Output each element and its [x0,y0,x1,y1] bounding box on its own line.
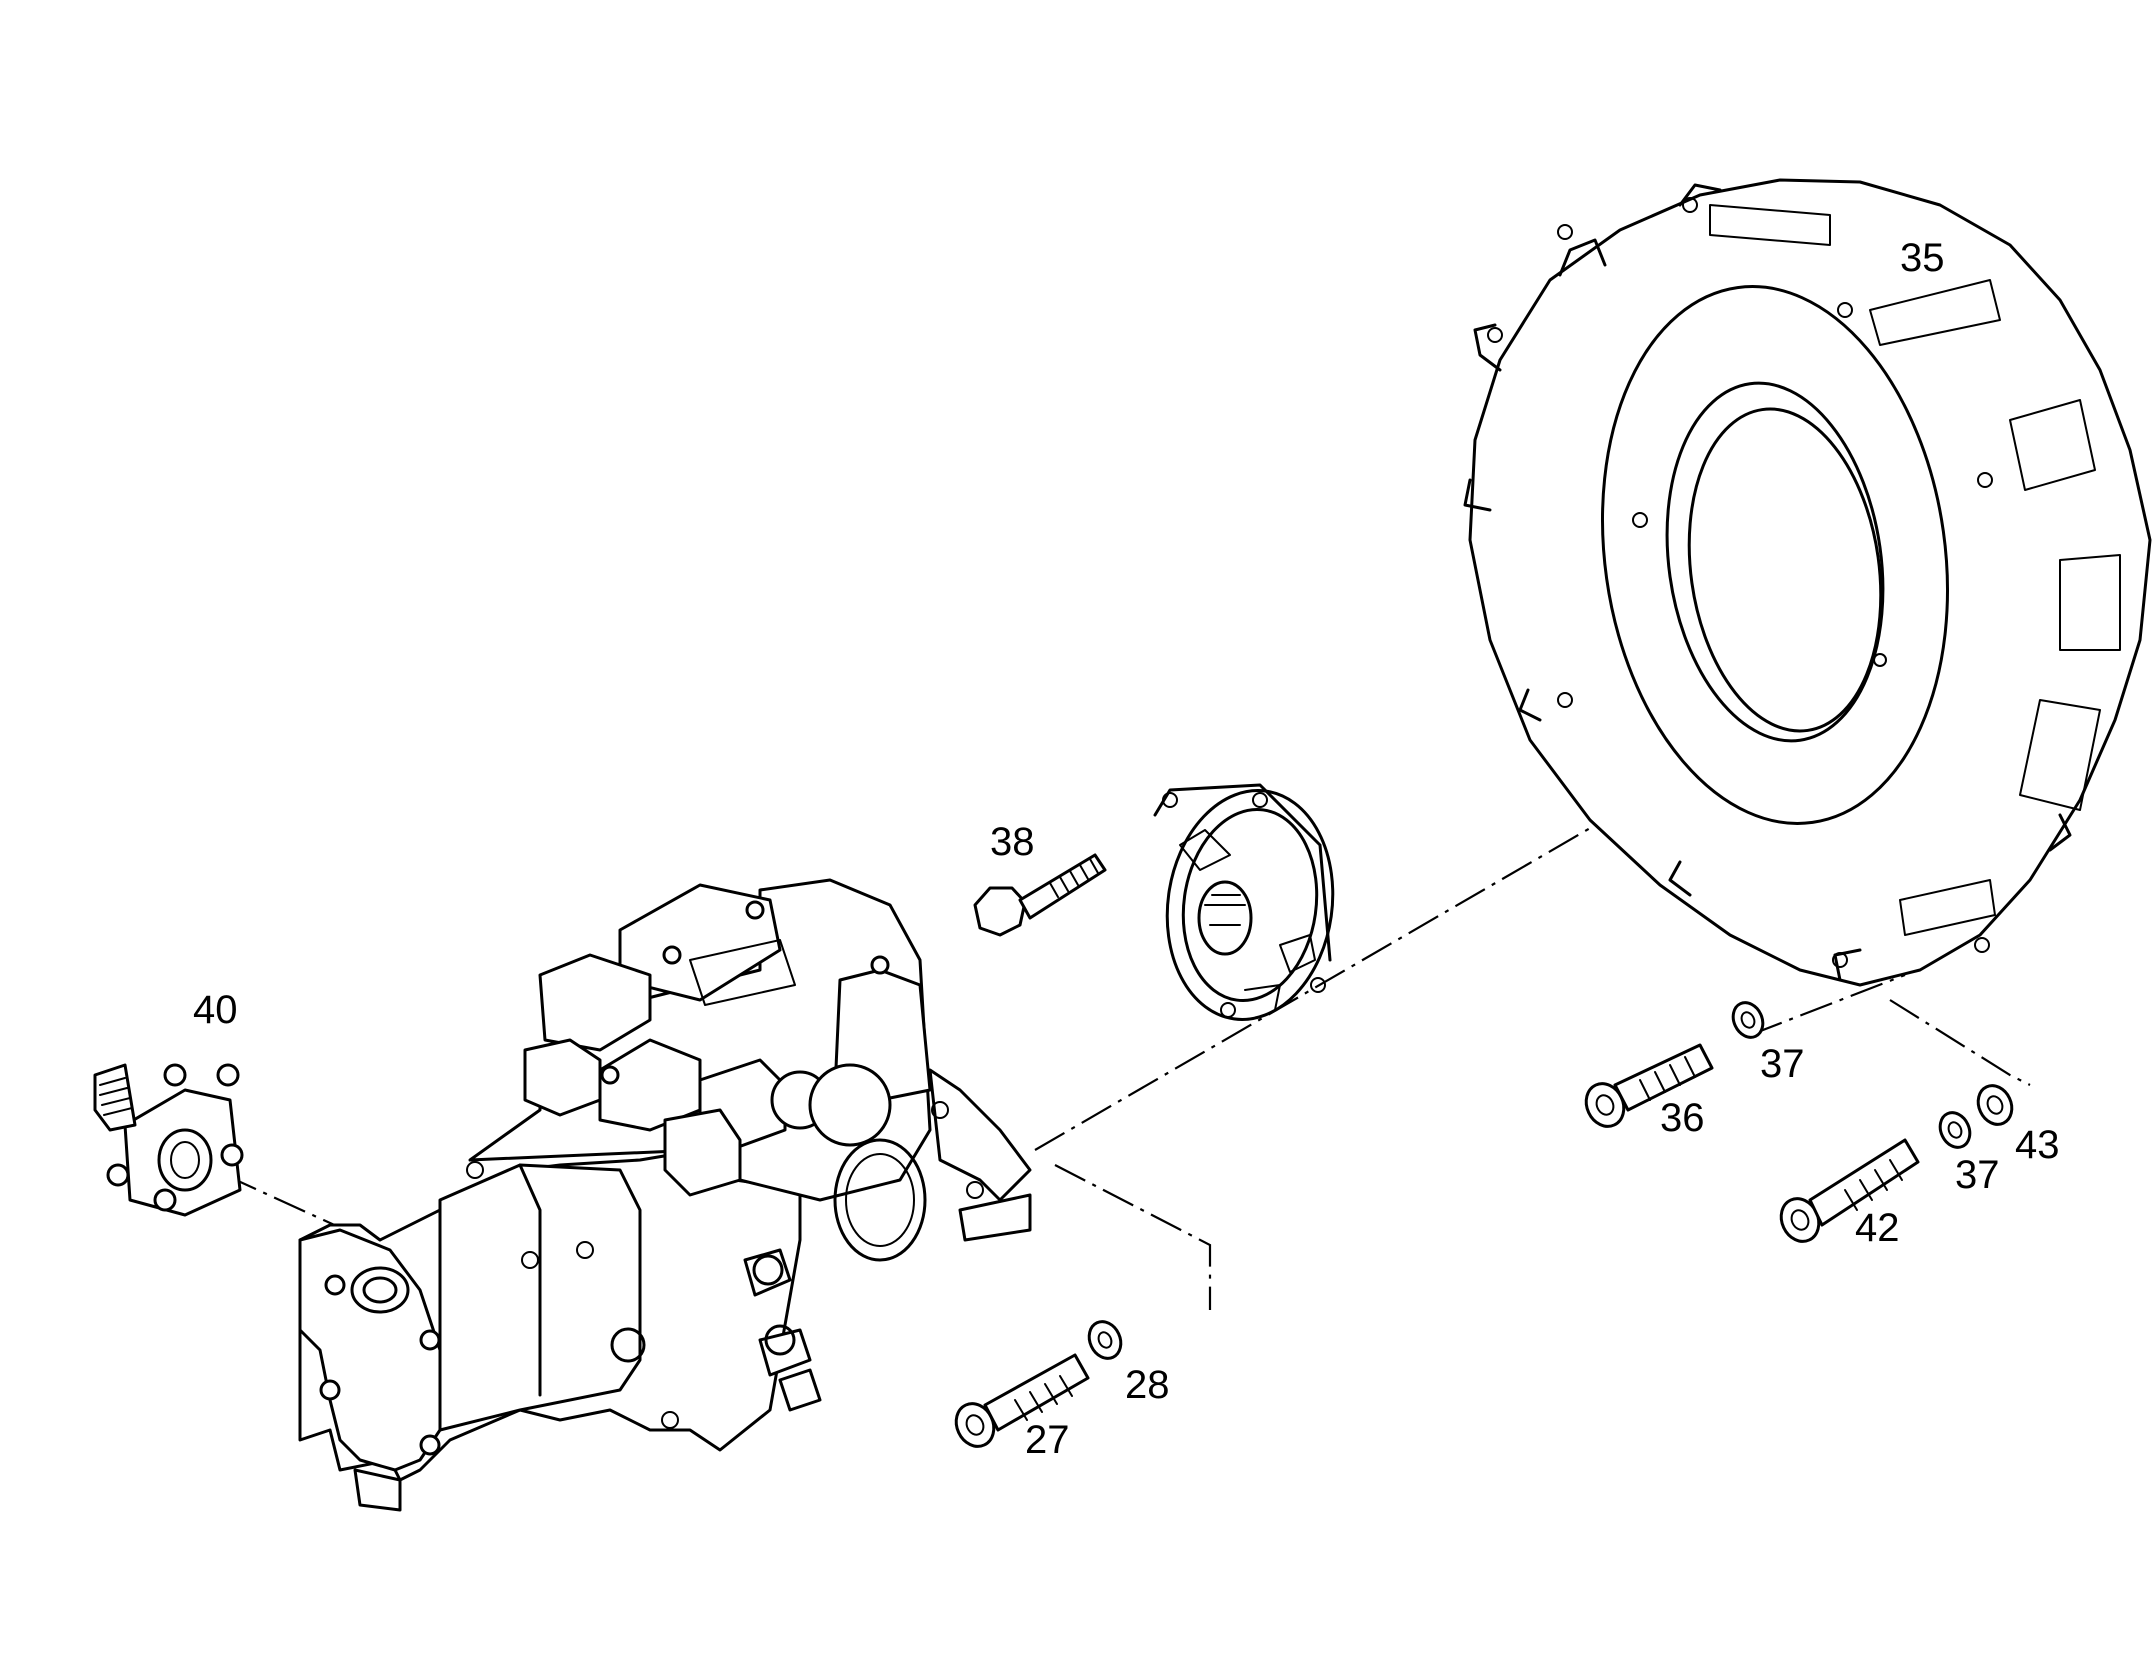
flywheel-housing-part-35 [1463,178,2152,987]
callout-35: 35 [1900,236,1945,280]
washer-part-37-upper [1731,1001,1765,1039]
callout-27: 27 [1025,1418,1070,1462]
callout-28: 28 [1125,1363,1170,1407]
socket-screw-part-27 [954,1353,1090,1448]
callout-42: 42 [1855,1206,1900,1250]
callout-36: 36 [1660,1096,1705,1140]
callout-43: 43 [2015,1123,2060,1167]
washer-part-43 [1976,1084,2014,1126]
socket-screw-part-42 [1779,1138,1920,1243]
callout-38: 38 [990,820,1035,864]
coupling-hub [1153,783,1335,1021]
hex-bolt-part-38 [973,853,1107,937]
callout-40: 40 [193,988,238,1032]
hydraulic-pump-assembly [298,878,1032,1512]
washer-part-28 [1087,1320,1123,1360]
callout-37-upper: 37 [1760,1042,1805,1086]
socket-screw-part-36 [1584,1043,1714,1128]
cover-plate-part-40 [93,1063,244,1217]
callout-37-lower: 37 [1955,1153,2000,1197]
washer-part-37-lower [1938,1111,1972,1149]
